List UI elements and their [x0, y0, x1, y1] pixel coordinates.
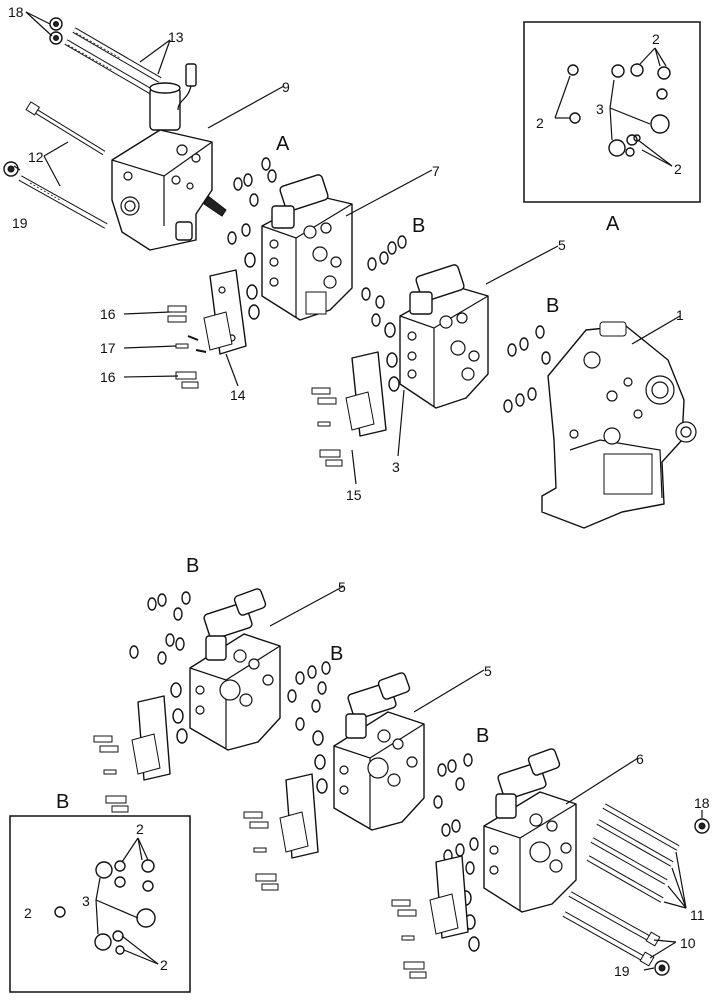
- detail-B-title: B: [56, 791, 69, 813]
- section-label-A: A: [276, 133, 290, 155]
- section-label-B-2: B: [546, 295, 559, 317]
- detail-box-A: [523, 21, 701, 203]
- detail-B-label-2-left: 2: [24, 905, 32, 921]
- callout-1: 1: [676, 307, 684, 323]
- detail-B-label-2-top: 2: [136, 821, 144, 837]
- detail-B-label-3: 3: [82, 893, 90, 909]
- section-valve-5-upper: [399, 264, 489, 409]
- nut-18-pair: [49, 17, 63, 45]
- section-valve-6: [483, 748, 577, 913]
- orings-valve-5-lower-middle: [287, 661, 331, 794]
- orings-valve-5-upper-right: [503, 325, 551, 413]
- callout-11: 11: [690, 907, 705, 923]
- detail-A-label-2-top: 2: [652, 31, 660, 47]
- detail-A-label-2-bottom: 2: [674, 161, 682, 177]
- section-label-B-5: B: [476, 725, 489, 747]
- callout-9: 9: [282, 79, 290, 95]
- callout-5-upper: 5: [558, 237, 566, 253]
- callout-leaders: [13, 11, 703, 971]
- tie-rod-12-upper: [25, 101, 106, 156]
- callout-16-lower: 16: [100, 369, 116, 385]
- callout-16-upper: 16: [100, 306, 116, 322]
- end-cover-lower-left: [93, 695, 171, 813]
- end-cover-lower-middle: [243, 773, 319, 891]
- bolt-13-pair: [64, 27, 162, 95]
- callout-18-right: 18: [694, 795, 710, 811]
- nut-18-right: [694, 818, 710, 834]
- section-valve-7: [261, 174, 353, 321]
- end-cover-lower-right: [391, 855, 469, 979]
- section-label-B-3: B: [186, 555, 199, 577]
- callout-5-lower-middle: 5: [484, 663, 492, 679]
- callout-3: 3: [392, 459, 400, 475]
- tie-rods-11: [586, 803, 680, 903]
- detail-A-title: A: [606, 213, 620, 235]
- nut-19-left: [3, 161, 19, 177]
- section-label-B-1: B: [412, 215, 425, 237]
- detail-box-B: [9, 815, 191, 993]
- orings-valve-5-lower-middle-right: [433, 753, 473, 837]
- detail-A-label-2-left: 2: [536, 115, 544, 131]
- bolts-10: [562, 891, 661, 967]
- callout-19-right: 19: [614, 963, 630, 979]
- section-valve-5-lower-left: [189, 588, 281, 751]
- orings-valve-7-left: [227, 157, 277, 320]
- callout-13: 13: [168, 29, 184, 45]
- callout-5-lower-left: 5: [338, 579, 346, 595]
- callout-19-left: 19: [12, 215, 28, 231]
- inlet-body-1: [541, 321, 697, 529]
- detail-A-label-3: 3: [596, 101, 604, 117]
- tie-rod-12-lower: [18, 175, 108, 229]
- screws-16-17: [167, 305, 207, 389]
- end-valve-9: [111, 63, 227, 251]
- nut-19-right: [654, 960, 670, 976]
- callout-12: 12: [28, 149, 44, 165]
- detail-B-label-2-bottom: 2: [160, 957, 168, 973]
- callout-15: 15: [346, 487, 362, 503]
- callout-14: 14: [230, 387, 246, 403]
- orings-valve-5-lower-left: [129, 591, 191, 744]
- callout-18-top: 18: [8, 4, 24, 20]
- callout-6: 6: [636, 751, 644, 767]
- callout-7: 7: [432, 163, 440, 179]
- end-cover-14: [203, 269, 247, 355]
- callout-10: 10: [680, 935, 696, 951]
- callout-17: 17: [100, 340, 116, 356]
- orings-valve-5-upper: [361, 235, 407, 392]
- end-cover-upper-b: [311, 351, 387, 467]
- section-label-B-4: B: [330, 643, 343, 665]
- section-valve-5-lower-middle: [333, 672, 425, 831]
